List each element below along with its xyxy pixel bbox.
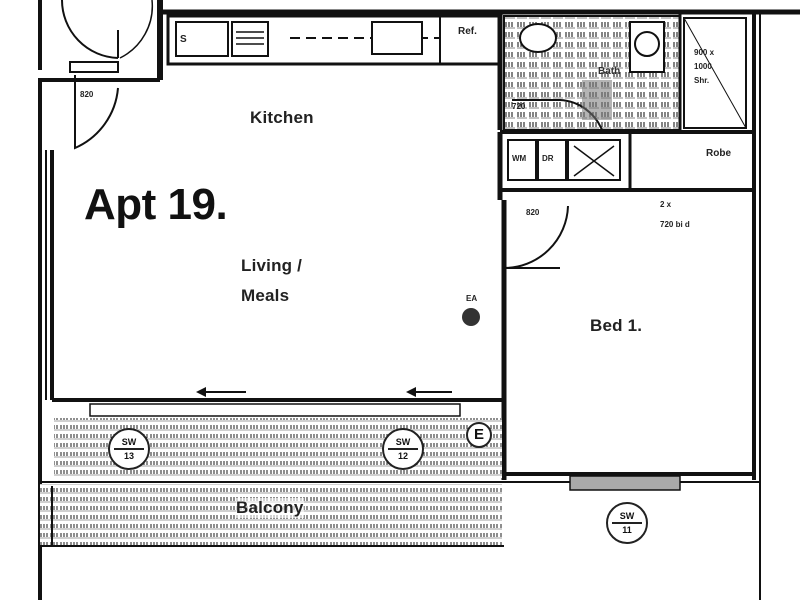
- exhaust-label: EA: [466, 294, 478, 303]
- window-divider: [388, 448, 418, 450]
- kitchen-bench: [166, 12, 503, 130]
- window-number: 13: [123, 451, 134, 461]
- window-badge: SW 12: [382, 428, 424, 470]
- bed-label: Bed 1.: [590, 316, 643, 335]
- balcony-label: Balcony: [236, 498, 304, 518]
- window-code: SW: [121, 437, 137, 447]
- living-label-line1: Living /: [241, 256, 303, 275]
- robe-size-line2: 720 bi d: [660, 220, 690, 229]
- bath-size-label: 720: [512, 102, 526, 111]
- robe-label: Robe: [706, 148, 731, 159]
- window-divider: [114, 448, 144, 450]
- sliding-doors: [52, 387, 504, 417]
- window-number: 12: [397, 451, 408, 461]
- entry-door-size: 820: [80, 90, 94, 99]
- window-badge: SW 11: [606, 502, 648, 544]
- shower-label-line2: 1000: [694, 62, 712, 71]
- entry-door: [38, 0, 163, 150]
- outer-walls: [38, 9, 800, 600]
- apartment-title: Apt 19.: [84, 180, 228, 229]
- shower-label-line1: 900 x: [694, 48, 715, 57]
- kitchen-label: Kitchen: [250, 108, 314, 127]
- window-badge: SW 13: [108, 428, 150, 470]
- bed-door-size: 820: [526, 208, 540, 217]
- fridge-label: Ref.: [458, 26, 477, 37]
- sink-label: S: [180, 34, 187, 45]
- window-code: SW: [395, 437, 411, 447]
- bathroom: [500, 12, 754, 134]
- window-number: 11: [622, 525, 632, 535]
- shower-label-line3: Shr.: [694, 76, 710, 85]
- exhaust-fan-icon: [462, 308, 480, 326]
- washing-machine-label: WM: [512, 154, 527, 163]
- laundry-robe: [497, 132, 754, 200]
- window-divider: [612, 522, 642, 524]
- robe-size-line1: 2 x: [660, 200, 672, 209]
- bedroom-walls: [501, 200, 760, 491]
- dryer-label: DR: [542, 154, 554, 163]
- electrical-symbol: E: [466, 422, 492, 448]
- window-code: SW: [619, 511, 635, 521]
- living-label-line2: Meals: [241, 286, 290, 305]
- bath-label: Bath: [598, 66, 621, 77]
